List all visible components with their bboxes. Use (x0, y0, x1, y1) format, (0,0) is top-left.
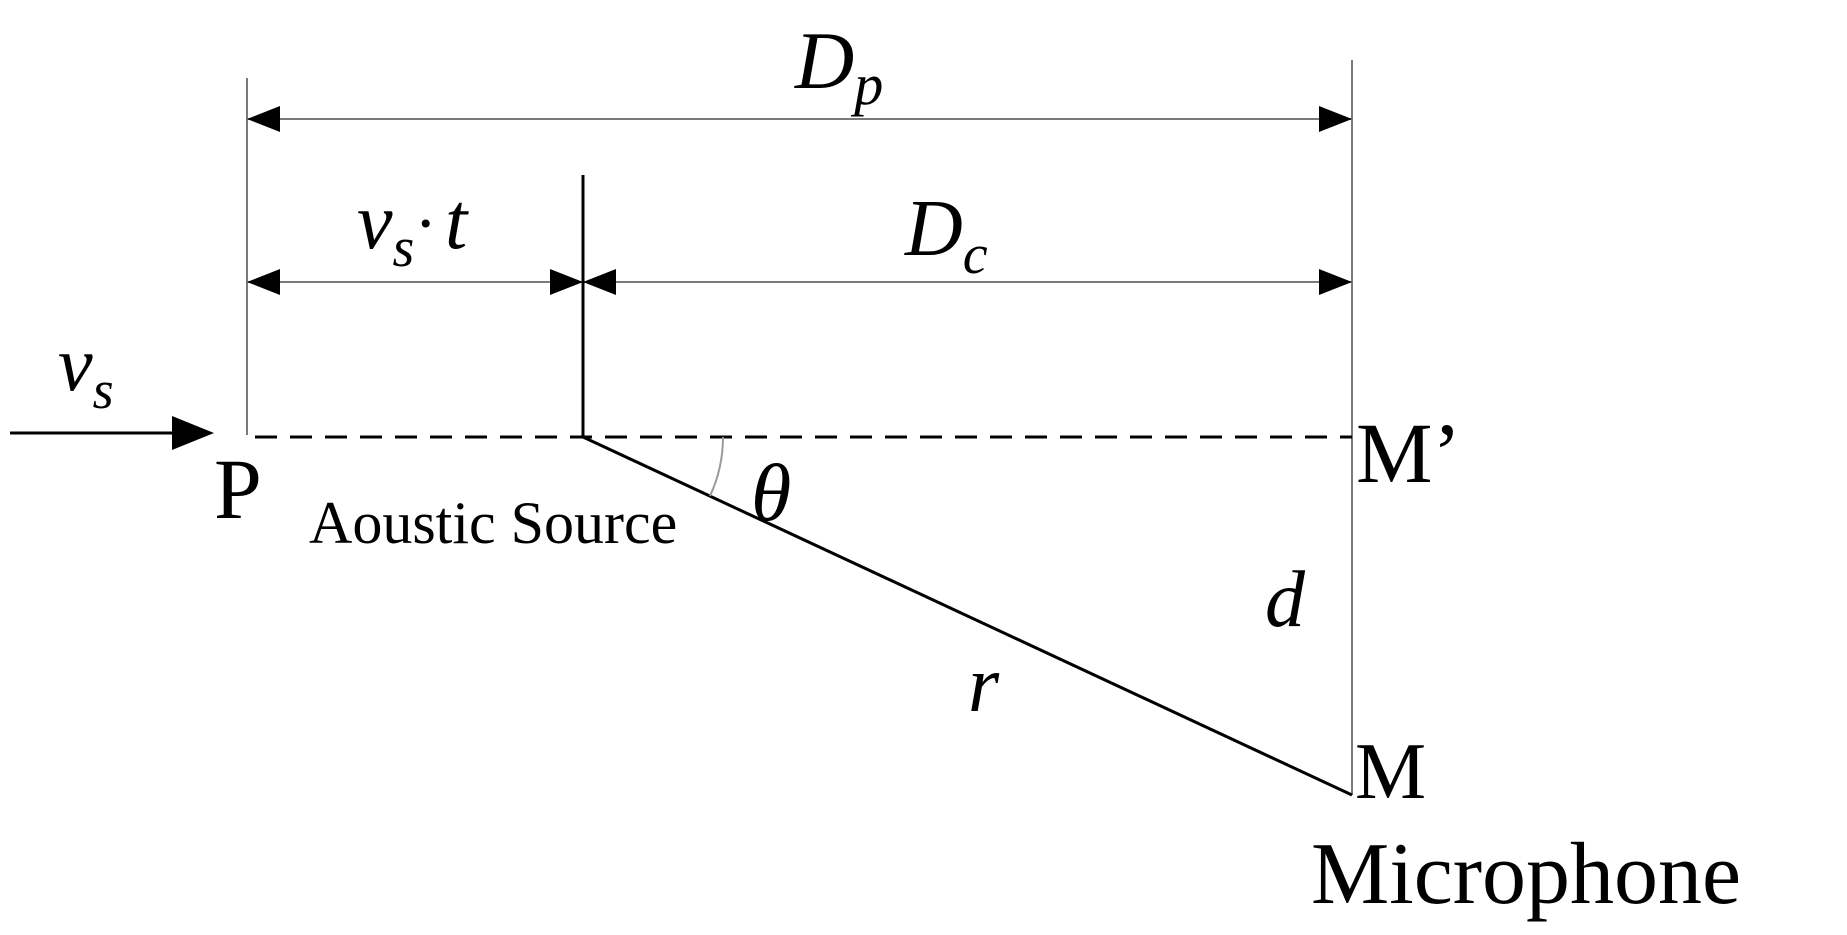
label-point-m: M (1355, 728, 1426, 816)
label-vs: vs (58, 320, 114, 420)
arrowhead-dc-left (583, 269, 616, 295)
distance-line-r (582, 435, 1353, 797)
arrowhead-vst-right (550, 269, 583, 295)
label-r: r (968, 641, 1000, 729)
label-vst: vs·t (357, 178, 469, 279)
label-d: d (1265, 556, 1306, 644)
arrowhead-vst-left (247, 269, 280, 295)
arrowhead-dc-right (1319, 269, 1352, 295)
theta-angle-arc (709, 436, 725, 497)
label-theta: θ (751, 447, 791, 538)
label-dp: Dp (794, 15, 883, 117)
label-point-p: P (214, 441, 262, 537)
arrowhead-dp-left (247, 106, 280, 132)
velocity-arrowhead (172, 416, 214, 450)
label-acoustic-source: Aoustic Source (309, 490, 677, 556)
label-microphone: Microphone (1311, 826, 1741, 923)
label-dc: Dc (904, 185, 988, 286)
arrowhead-dp-right (1319, 106, 1352, 132)
label-point-m-prime: M’ (1356, 405, 1461, 501)
